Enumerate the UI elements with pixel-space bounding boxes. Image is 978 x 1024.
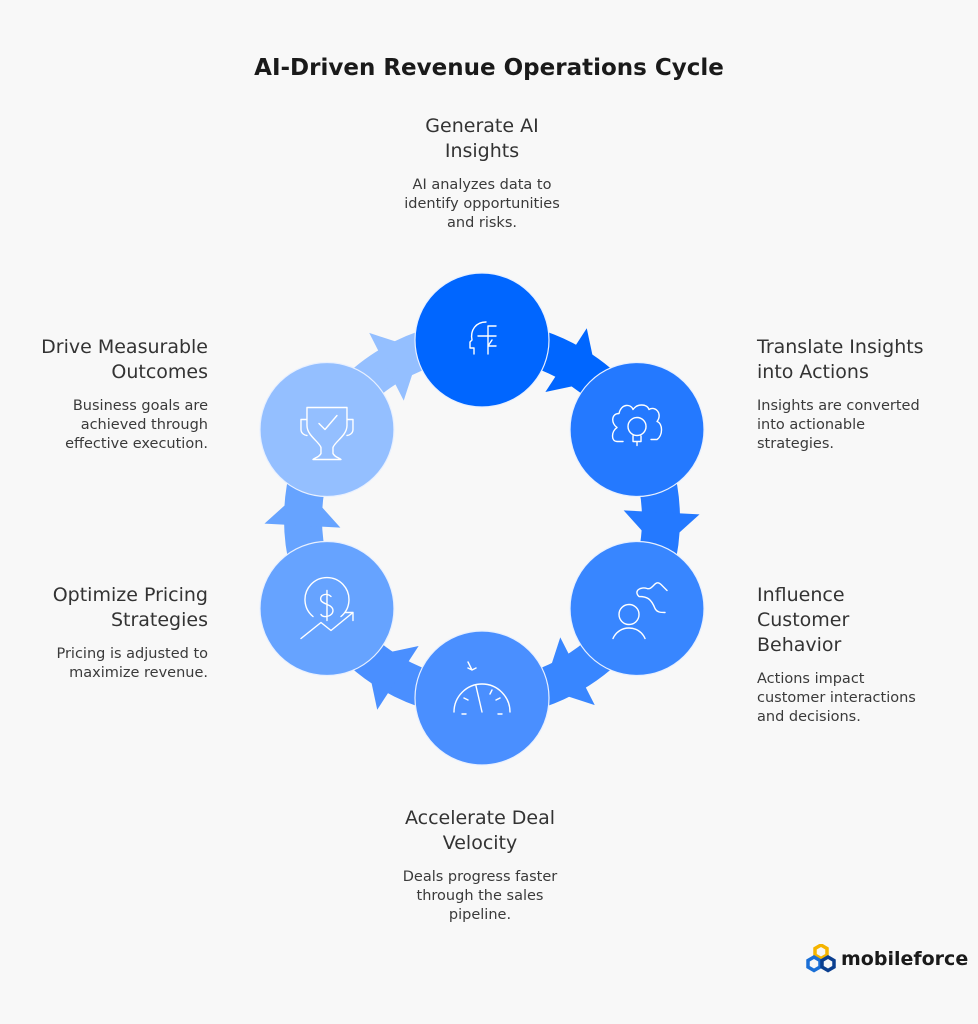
step-circle xyxy=(414,272,550,408)
step-circle xyxy=(414,630,550,766)
step-5-node xyxy=(259,540,395,677)
step-title: Generate AI Insights xyxy=(425,115,539,162)
step-2-text: Translate Insights into Actions Insights… xyxy=(757,335,977,454)
step-circle xyxy=(259,361,395,498)
step-2-node xyxy=(569,361,705,498)
dollar-growth-icon xyxy=(300,576,354,640)
step-5-text: Optimize Pricing Strategies Pricing is a… xyxy=(0,583,208,683)
step-description: AI analyzes data to identify opportuniti… xyxy=(404,177,560,231)
cycle-arrowhead xyxy=(366,645,419,710)
step-description: Pricing is adjusted to maximize revenue. xyxy=(56,646,208,681)
step-title: Influence Customer Behavior xyxy=(757,584,850,656)
person-path-icon xyxy=(612,582,668,640)
step-description: Deals progress faster through the sales … xyxy=(402,869,558,923)
step-description: Insights are converted into actionable s… xyxy=(757,398,920,452)
step-1-node xyxy=(414,272,550,408)
logo-text: mobileforce xyxy=(841,948,969,970)
step-1-text: Generate AI Insights AI analyzes data to… xyxy=(372,114,592,233)
step-3-text: Influence Customer Behavior Actions impa… xyxy=(757,583,977,727)
hexagon-logo-icon xyxy=(806,944,836,973)
step-6-node xyxy=(259,361,395,498)
ai-head-network-icon xyxy=(469,321,497,355)
step-title: Optimize Pricing Strategies xyxy=(52,584,208,631)
speedometer-icon xyxy=(453,661,511,715)
cycle-arrowhead xyxy=(623,510,700,551)
step-4-node xyxy=(414,630,550,766)
cycle-arrowhead xyxy=(264,487,341,528)
step-description: Business goals are achieved through effe… xyxy=(65,398,208,452)
cycle-arrowhead xyxy=(545,328,598,393)
step-3-node xyxy=(569,540,705,677)
diagram-title: AI-Driven Revenue Operations Cycle xyxy=(254,55,724,81)
step-title: Translate Insights into Actions xyxy=(757,336,924,383)
step-title: Accelerate Deal Velocity xyxy=(404,807,556,854)
step-4-text: Accelerate Deal Velocity Deals progress … xyxy=(370,806,590,925)
trophy-check-icon xyxy=(300,406,354,461)
step-circle xyxy=(569,361,705,498)
mobileforce-logo: mobileforce xyxy=(805,944,968,974)
step-description: Actions impact customer interactions and… xyxy=(757,671,916,725)
step-6-text: Drive Measurable Outcomes Business goals… xyxy=(0,335,208,454)
step-title: Drive Measurable Outcomes xyxy=(41,336,208,383)
gear-lightbulb-icon xyxy=(611,404,663,447)
cycle-arrowhead xyxy=(369,332,421,401)
cycle-arrowhead xyxy=(543,637,595,706)
